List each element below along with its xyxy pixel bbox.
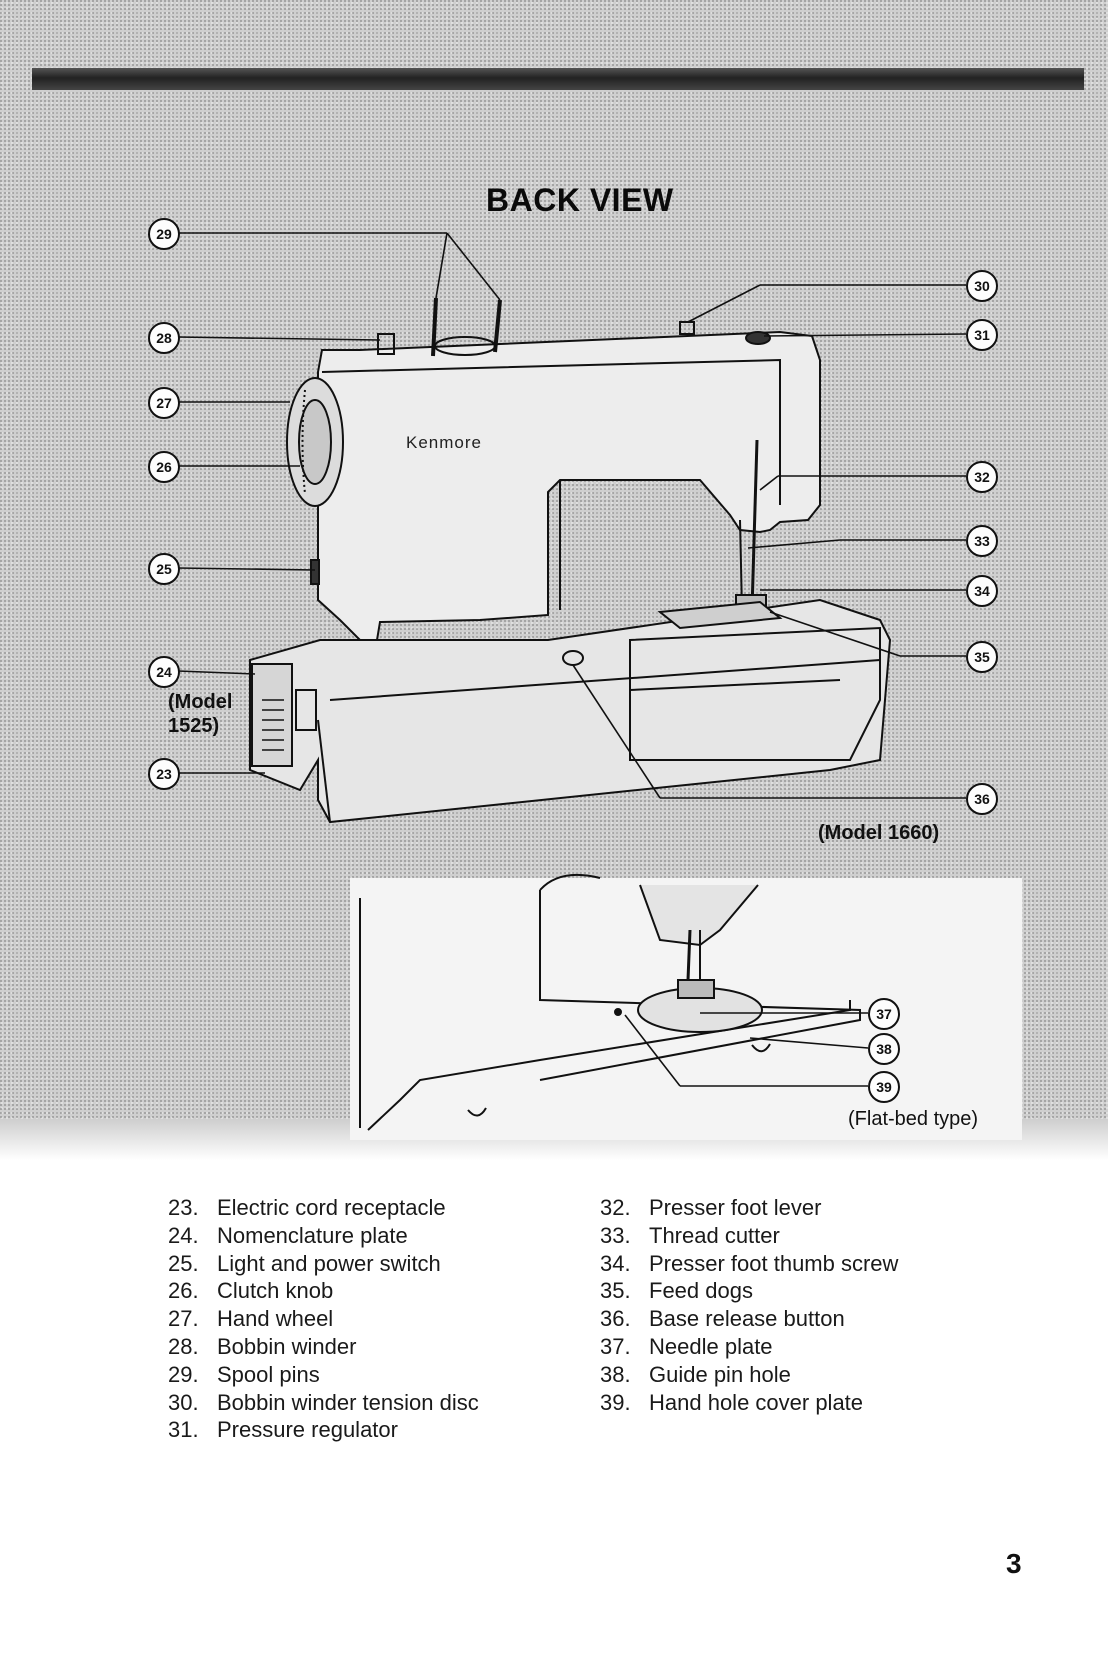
legend-item-label: Hand wheel: [217, 1306, 334, 1332]
callout-37: 37: [868, 998, 900, 1030]
model-1660-label: (Model 1660): [818, 822, 940, 844]
callout-28: 28: [148, 322, 180, 354]
legend-item-number: 37.: [600, 1333, 631, 1359]
legend-item-number: 34.: [600, 1250, 631, 1276]
legend-item-label: Feed dogs: [649, 1278, 753, 1304]
legend-item: 29. Spool pins: [168, 1361, 479, 1389]
callout-33: 33: [966, 525, 998, 557]
legend-item: 26. Clutch knob: [168, 1277, 479, 1305]
legend-item-label: Thread cutter: [649, 1222, 780, 1248]
legend-item-number: 29.: [168, 1361, 199, 1387]
sewing-machine-illustration: [177, 232, 967, 1131]
legend-item-number: 30.: [168, 1389, 199, 1415]
legend-item: 24. Nomenclature plate: [168, 1222, 479, 1250]
legend-item: 31. Pressure regulator: [168, 1416, 479, 1444]
legend-item-label: Bobbin winder: [217, 1333, 357, 1359]
legend-item-label: Guide pin hole: [649, 1361, 791, 1387]
legend-item: 34. Presser foot thumb screw: [600, 1250, 898, 1278]
legend-item-number: 31.: [168, 1417, 199, 1443]
brand-logo-text: Kenmore: [406, 433, 482, 452]
legend-item-number: 38.: [600, 1361, 631, 1387]
legend-item: 35. Feed dogs: [600, 1277, 898, 1305]
legend-left: 23. Electric cord receptacle 24. Nomenclatu…: [168, 1194, 479, 1444]
legend-item-label: Presser foot thumb screw: [649, 1250, 899, 1276]
callout-29: 29: [148, 218, 180, 250]
legend-item: 30. Bobbin winder tension disc: [168, 1389, 479, 1417]
legend-item-label: Clutch knob: [217, 1278, 334, 1304]
legend-item: 32. Presser foot lever: [600, 1194, 898, 1222]
legend-item-number: 39.: [600, 1389, 631, 1415]
legend-item-number: 33.: [600, 1222, 631, 1248]
legend-item-number: 32.: [600, 1195, 631, 1220]
legend-item-number: 27.: [168, 1306, 199, 1332]
callout-38: 38: [868, 1033, 900, 1065]
flatbed-type-label: (Flat-bed type): [848, 1108, 979, 1130]
model-1525-label: (Model 1525): [168, 691, 233, 737]
legend-item: 37. Needle plate: [600, 1333, 898, 1361]
callout-30: 30: [966, 270, 998, 302]
legend-item-label: Pressure regulator: [217, 1417, 398, 1443]
legend-item-label: Nomenclature plate: [217, 1222, 408, 1248]
legend-item: 28. Bobbin winder: [168, 1333, 479, 1361]
callout-27: 27: [148, 387, 180, 419]
callout-24: 24: [148, 656, 180, 688]
legend-item: 33. Thread cutter: [600, 1222, 898, 1250]
callout-32: 32: [966, 461, 998, 493]
photo-background: [0, 0, 1108, 1150]
legend-item: 25. Light and power switch: [168, 1250, 479, 1278]
legend-item-number: 26.: [168, 1278, 199, 1304]
legend-item-label: Hand hole cover plate: [649, 1389, 864, 1415]
callout-34: 34: [966, 575, 998, 607]
figure-title: BACK VIEW: [486, 182, 674, 218]
header-band: [32, 68, 1084, 90]
callout-35: 35: [966, 641, 998, 673]
legend-item-number: 23.: [168, 1195, 199, 1220]
legend-item: 39. Hand hole cover plate: [600, 1389, 898, 1417]
legend-item-label: Base release button: [649, 1306, 845, 1332]
legend-item-label: Spool pins: [217, 1361, 320, 1387]
legend-item-label: Light and power switch: [217, 1250, 441, 1276]
legend-item-number: 28.: [168, 1333, 199, 1359]
legend-item-number: 25.: [168, 1250, 199, 1276]
legend-item-label: Bobbin winder tension disc: [217, 1389, 479, 1415]
callout-39: 39: [868, 1071, 900, 1103]
callout-25: 25: [148, 553, 180, 585]
legend-item-number: 35.: [600, 1278, 631, 1304]
legend-item: 38. Guide pin hole: [600, 1361, 898, 1389]
legend-item-number: 24.: [168, 1222, 199, 1248]
legend-item: 27. Hand wheel: [168, 1305, 479, 1333]
legend-item-label: Needle plate: [649, 1333, 773, 1359]
callout-31: 31: [966, 319, 998, 351]
page-number: 3: [1006, 1548, 1022, 1579]
legend-item: 23. Electric cord receptacle: [168, 1194, 479, 1222]
callout-36: 36: [966, 783, 998, 815]
legend-item-label: Electric cord receptacle: [217, 1195, 446, 1220]
callout-23: 23: [148, 758, 180, 790]
legend-item-number: 36.: [600, 1306, 631, 1332]
legend-item: 36. Base release button: [600, 1305, 898, 1333]
legend-item-label: Presser foot lever: [649, 1195, 822, 1220]
callout-26: 26: [148, 451, 180, 483]
